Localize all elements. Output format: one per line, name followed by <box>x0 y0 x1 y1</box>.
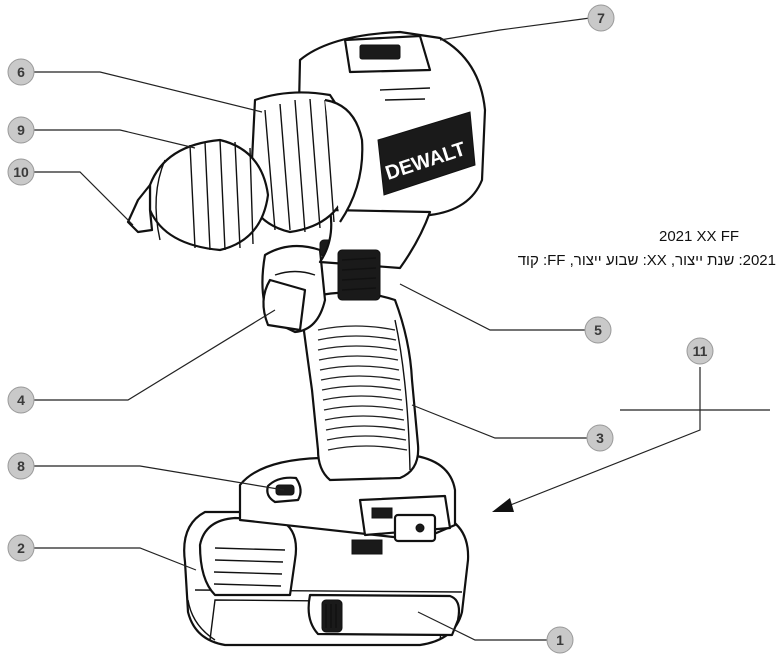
leader-7 <box>439 17 591 41</box>
callout-2: 2 <box>7 534 35 562</box>
date-code-legend: 2021: שנת ייצור, XX: שבוע ייצור, FF: קוד <box>517 252 776 269</box>
leader-lines <box>30 17 770 641</box>
callout-7: 7 <box>587 4 615 32</box>
svg-text:7: 7 <box>597 10 605 26</box>
drill-illustration: DEWALT <box>126 30 487 647</box>
callout-11: 11 <box>686 337 714 365</box>
callout-6: 6 <box>7 58 35 86</box>
side-vent <box>262 278 307 332</box>
svg-text:10: 10 <box>13 164 29 180</box>
svg-text:4: 4 <box>17 392 25 408</box>
leader-4 <box>30 309 276 401</box>
grip-ribs <box>317 325 408 451</box>
drill-foot <box>238 453 457 555</box>
leader-9 <box>30 129 196 149</box>
svg-text:3: 3 <box>596 430 604 446</box>
leader-5 <box>399 283 588 331</box>
drill-handle <box>298 291 420 482</box>
battery-vent <box>321 599 343 633</box>
leader-8 <box>30 465 285 491</box>
callout-3: 3 <box>586 424 614 452</box>
callout-1: 1 <box>546 626 574 654</box>
battery-pack <box>183 510 470 647</box>
leader-10 <box>30 171 134 226</box>
chuck <box>126 138 270 252</box>
svg-text:9: 9 <box>17 122 25 138</box>
clutch-collar <box>248 91 364 234</box>
leader-11-arrow <box>507 410 701 507</box>
arrow-head <box>492 498 514 512</box>
svg-text:11: 11 <box>693 343 708 359</box>
leader-1 <box>417 611 548 641</box>
svg-text:2: 2 <box>17 540 25 556</box>
svg-text:1: 1 <box>556 632 564 648</box>
leader-6 <box>30 71 263 113</box>
svg-text:8: 8 <box>17 458 25 474</box>
callout-8: 8 <box>7 452 35 480</box>
callouts: 7 6 9 10 5 11 4 3 8 2 1 <box>7 4 714 654</box>
date-code-format: 2021 XX FF <box>659 228 740 245</box>
svg-text:6: 6 <box>17 64 25 80</box>
callout-9: 9 <box>7 116 35 144</box>
callout-10: 10 <box>7 158 35 186</box>
svg-text:5: 5 <box>594 322 602 338</box>
leader-2 <box>30 547 197 571</box>
callout-5: 5 <box>584 316 612 344</box>
callout-4: 4 <box>7 386 35 414</box>
dewalt-badge <box>377 111 476 196</box>
leader-3 <box>411 404 598 439</box>
